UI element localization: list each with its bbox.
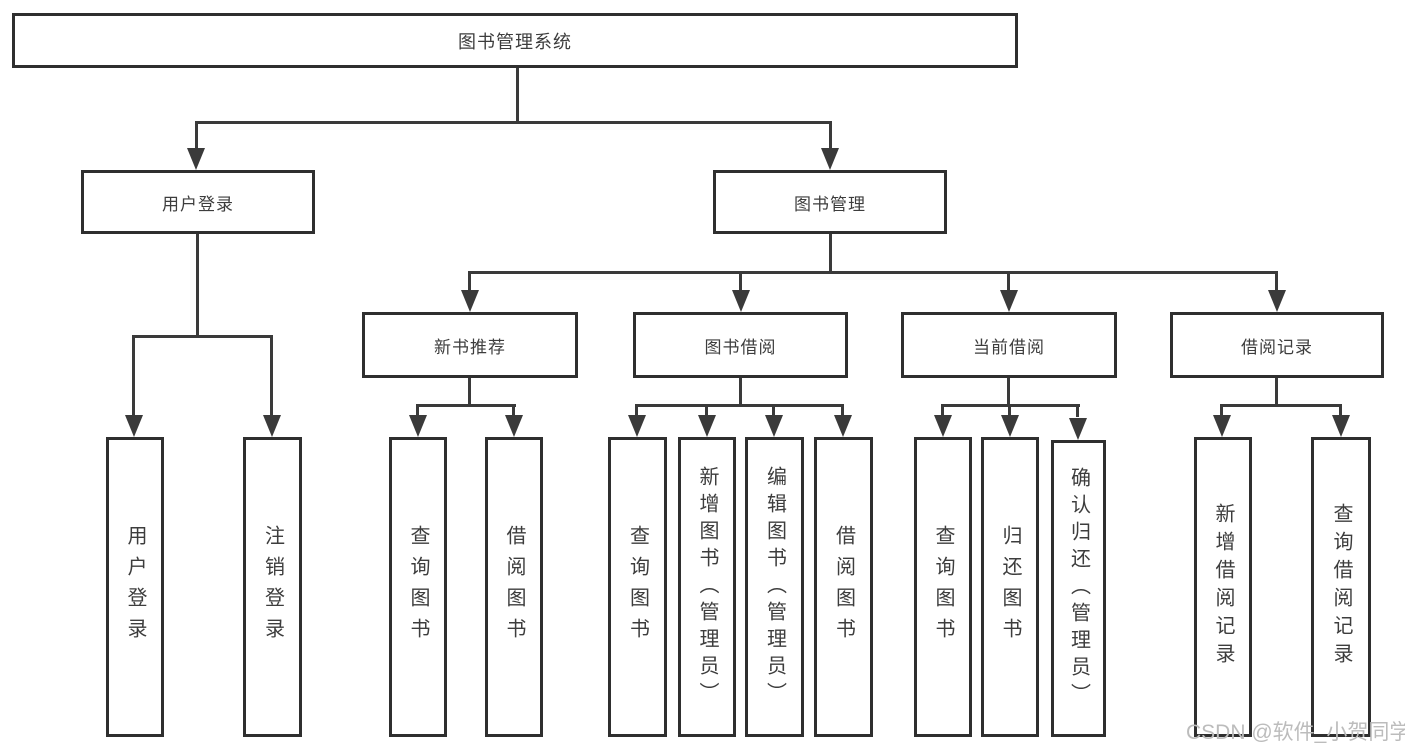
- leaf-records-query-record-label: 查询借阅记录: [1330, 503, 1352, 671]
- connector-stem-current-borrowing: [1007, 271, 1010, 292]
- connector-stem-book-management: [829, 121, 832, 150]
- leaf-borrowing-edit-books: 编辑图书（管理员）: [745, 437, 804, 737]
- connector-stem-borrowing-records: [1275, 271, 1278, 292]
- leaf-current-confirm-return: 确认归还（管理员）: [1051, 440, 1106, 737]
- connector-stem-current-return: [1008, 404, 1011, 417]
- leaf-recommend-query-books: 查询图书: [389, 437, 447, 737]
- arrow-to-records-add: [1213, 415, 1231, 437]
- leaf-recommend-query-books-label: 查询图书: [407, 525, 429, 649]
- connector-stem-book-borrowing: [739, 271, 742, 292]
- connector-stem-current-query: [941, 404, 944, 417]
- arrow-to-current-query: [934, 415, 952, 437]
- arrow-to-book-management: [821, 148, 839, 170]
- connector-stem-logout-leaf: [270, 335, 273, 417]
- leaf-recommend-borrow-books-label: 借阅图书: [503, 525, 525, 649]
- leaf-recommend-borrow-books: 借阅图书: [485, 437, 543, 737]
- arrow-to-logout-leaf: [263, 415, 281, 437]
- connector-stem-recommend-borrow: [512, 404, 515, 417]
- node-book-management-label: 图书管理: [794, 194, 866, 214]
- leaf-borrowing-query-books-label: 查询图书: [626, 525, 649, 649]
- connector-root-trunk: [516, 68, 519, 123]
- node-current-borrowing-label: 当前借阅: [973, 337, 1045, 357]
- connector-records-branch: [1220, 404, 1342, 407]
- connector-user-login-branch: [132, 335, 273, 338]
- leaf-borrowing-query-books: 查询图书: [608, 437, 667, 737]
- arrow-to-user-login-leaf: [125, 415, 143, 437]
- arrow-to-current-return: [1001, 415, 1019, 437]
- connector-root-branch: [195, 121, 832, 124]
- leaf-current-return-books-label: 归还图书: [999, 525, 1021, 649]
- connector-stem-user-login: [195, 121, 198, 150]
- node-root-label: 图书管理系统: [458, 31, 572, 52]
- connector-records-trunk: [1275, 378, 1278, 407]
- leaf-borrowing-borrow-books: 借阅图书: [814, 437, 873, 737]
- connector-book-management-trunk: [829, 234, 832, 274]
- connector-borrowing-branch: [635, 404, 844, 407]
- leaf-current-query-books: 查询图书: [914, 437, 972, 737]
- connector-user-login-trunk: [196, 234, 199, 338]
- arrow-to-borrowing-records: [1268, 290, 1286, 312]
- arrow-to-recommend-query: [409, 415, 427, 437]
- node-book-management: 图书管理: [713, 170, 947, 234]
- leaf-current-query-books-label: 查询图书: [932, 525, 954, 649]
- arrow-to-recommend-borrow: [505, 415, 523, 437]
- connector-book-management-branch: [468, 271, 1278, 274]
- connector-recommend-trunk: [468, 378, 471, 407]
- leaf-borrowing-add-books: 新增图书（管理员）: [678, 437, 736, 737]
- connector-current-trunk: [1007, 378, 1010, 407]
- connector-stem-borrowing-query: [635, 404, 638, 417]
- connector-stem-recommend-query: [416, 404, 419, 417]
- leaf-user-login-label: 用户登录: [124, 525, 146, 649]
- arrow-to-book-borrowing: [732, 290, 750, 312]
- node-book-borrowing-label: 图书借阅: [704, 337, 777, 357]
- connector-stem-user-login-leaf: [132, 335, 135, 417]
- arrow-to-current-borrowing: [1000, 290, 1018, 312]
- node-current-borrowing: 当前借阅: [901, 312, 1117, 378]
- arrow-to-new-book-recommend: [461, 290, 479, 312]
- connector-recommend-branch: [416, 404, 516, 407]
- node-root-library-management-system: 图书管理系统: [12, 13, 1018, 68]
- leaf-current-return-books: 归还图书: [981, 437, 1039, 737]
- arrow-to-records-query: [1332, 415, 1350, 437]
- node-user-login: 用户登录: [81, 170, 315, 234]
- csdn-watermark: CSDN @软件_小贺同学: [1186, 721, 1405, 744]
- connector-borrowing-trunk: [739, 378, 742, 407]
- node-user-login-label: 用户登录: [162, 194, 234, 214]
- leaf-records-query-record: 查询借阅记录: [1311, 437, 1371, 737]
- connector-stem-borrowing-borrow: [841, 404, 844, 417]
- leaf-borrowing-borrow-books-label: 借阅图书: [832, 525, 855, 649]
- arrow-to-current-confirm: [1069, 418, 1087, 440]
- connector-stem-new-book-recommend: [468, 271, 471, 292]
- leaf-borrowing-edit-books-label: 编辑图书（管理员）: [763, 465, 786, 709]
- connector-stem-current-confirm: [1076, 404, 1079, 417]
- leaf-current-confirm-return-label: 确认归还（管理员）: [1067, 467, 1090, 710]
- arrow-to-borrowing-edit: [765, 415, 783, 437]
- leaf-user-login: 用户登录: [106, 437, 164, 737]
- connector-stem-borrowing-edit: [772, 404, 775, 417]
- arrow-to-borrowing-add: [698, 415, 716, 437]
- arrow-to-user-login: [187, 148, 205, 170]
- node-borrowing-records: 借阅记录: [1170, 312, 1384, 378]
- arrow-to-borrowing-borrow: [834, 415, 852, 437]
- leaf-logout: 注销登录: [243, 437, 302, 737]
- leaf-borrowing-add-books-label: 新增图书（管理员）: [696, 465, 718, 709]
- arrow-to-borrowing-query: [628, 415, 646, 437]
- connector-stem-borrowing-add: [705, 404, 708, 417]
- leaf-records-add-record: 新增借阅记录: [1194, 437, 1252, 737]
- connector-stem-records-query: [1339, 404, 1342, 417]
- node-borrowing-records-label: 借阅记录: [1241, 337, 1313, 357]
- node-new-book-recommend-label: 新书推荐: [434, 337, 506, 357]
- connector-stem-records-add: [1220, 404, 1223, 417]
- leaf-records-add-record-label: 新增借阅记录: [1212, 503, 1234, 671]
- leaf-logout-label: 注销登录: [261, 525, 284, 649]
- node-new-book-recommend: 新书推荐: [362, 312, 578, 378]
- node-book-borrowing: 图书借阅: [633, 312, 848, 378]
